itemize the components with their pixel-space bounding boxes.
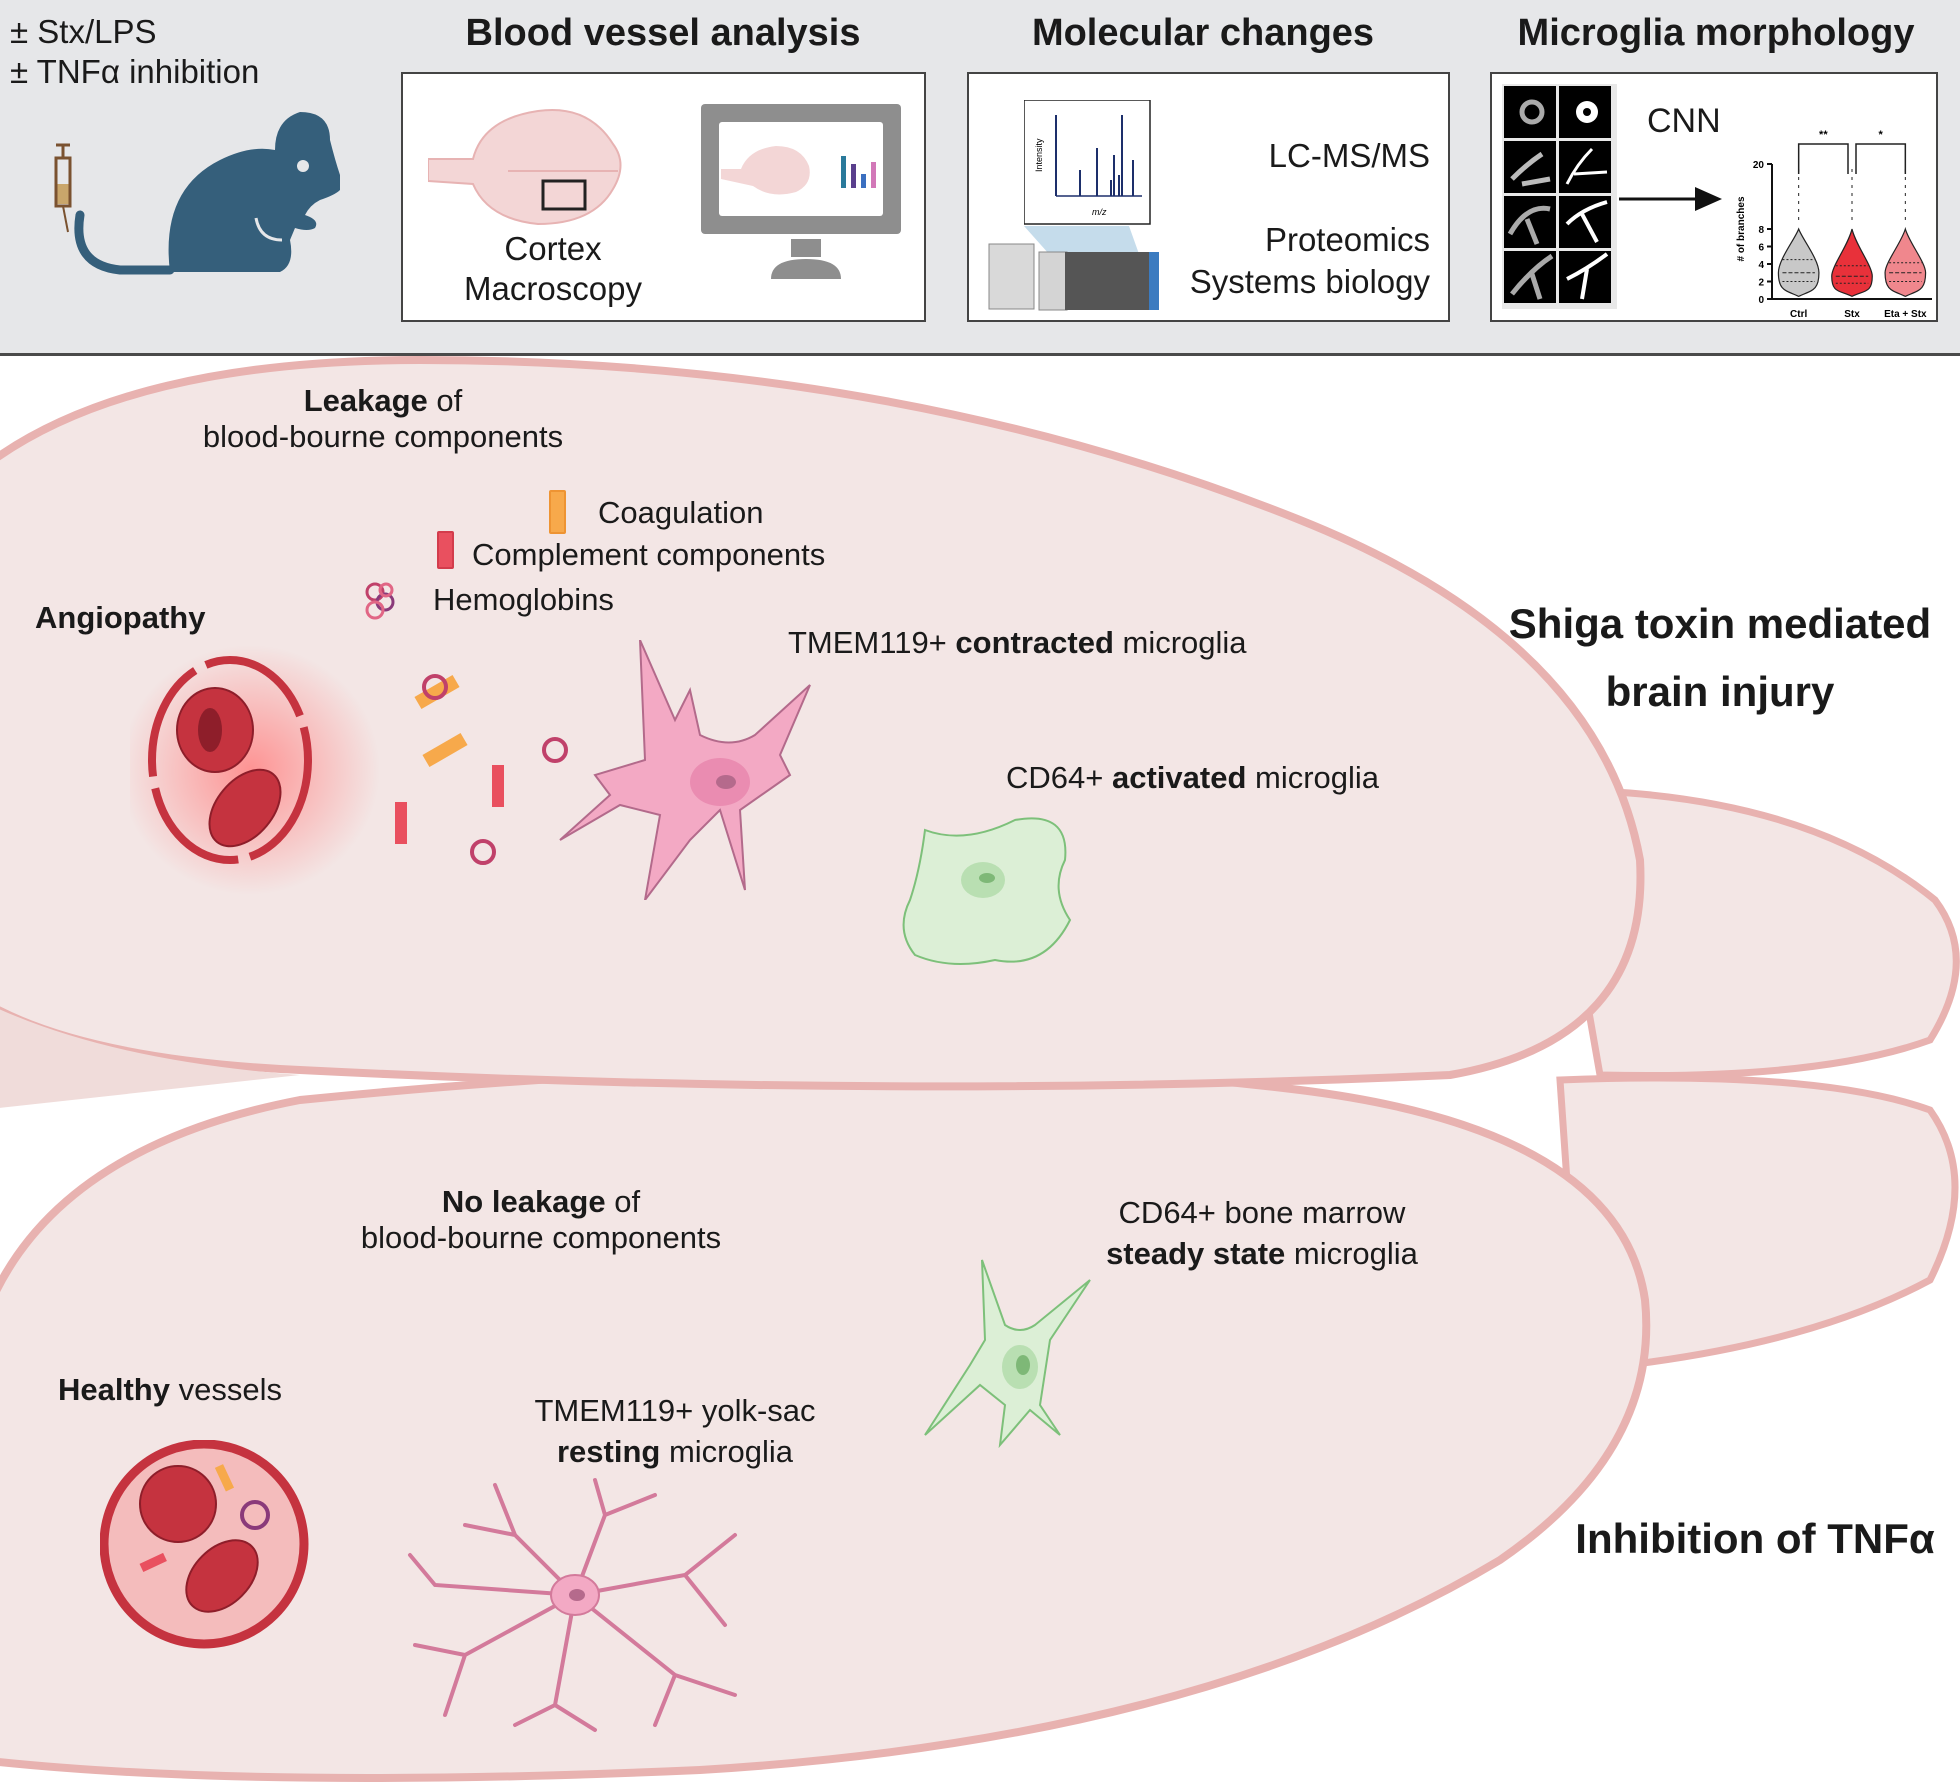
inhibition-title: Inhibition of TNFα <box>1575 1515 1935 1562</box>
leakage-rest: of <box>427 383 463 418</box>
x-tick-label: Stx <box>1844 309 1860 319</box>
label-cortex: Cortex <box>504 230 602 267</box>
panel-title-blood-vessel: Blood vessel analysis <box>465 12 861 54</box>
contracted-microglia-label: TMEM119+ contracted microglia <box>788 625 1247 660</box>
brain-icon <box>428 109 622 226</box>
mass-spectrometer-icon <box>988 226 1159 311</box>
microglia-image-grid <box>1502 84 1617 309</box>
brain-lower-hemisphere <box>0 1063 1651 1782</box>
brain-upper-hemisphere <box>0 356 1645 1091</box>
contracted-microglia-illustration <box>559 640 811 900</box>
legend-coagulation: Coagulation <box>598 495 764 530</box>
label-lc-ms-ms: LC-MS/MS <box>1268 137 1430 174</box>
healthy-vessels-label: Healthy vessels <box>58 1372 282 1407</box>
hemoglobin-icon <box>470 839 496 865</box>
complement-component-icon <box>395 802 407 844</box>
complement-component-icon <box>437 531 454 569</box>
no-leakage-label: No leakage of blood-bourne components <box>360 1184 722 1255</box>
spectrum-xlabel: m/z <box>1092 207 1107 217</box>
activated-microglia-label: CD64+ activated microglia <box>1006 760 1380 795</box>
brain-illustration <box>0 356 1960 1782</box>
red-blood-cell <box>208 768 282 848</box>
x-tick-label: Ctrl <box>1790 309 1807 319</box>
angiopathy-vessel-illustration <box>130 645 568 895</box>
coagulation-factor-icon <box>549 490 566 534</box>
syringe-icon <box>54 143 72 233</box>
treatment-stx-lps: ± Stx/LPS <box>10 13 157 50</box>
complement-component-icon <box>492 765 504 807</box>
panel-molecular-changes: Intensity m/z LC-MS/MS Proteomics System… <box>967 72 1450 322</box>
healthy-vessel-illustration <box>100 1440 309 1649</box>
label-macroscopy: Macroscopy <box>464 270 642 307</box>
label-proteomics: Proteomics <box>1264 221 1430 258</box>
y-tick-label: 8 <box>1758 225 1764 236</box>
damaged-vessel-wall <box>148 656 312 864</box>
coagulation-factor-icon <box>414 674 460 710</box>
panel-blood-vessel-analysis: Cortex Macroscopy <box>401 72 926 322</box>
spectrum-plot-icon: Intensity m/z <box>1024 100 1151 225</box>
resting-microglia-label: TMEM119+ yolk-sac resting microglia <box>534 1393 816 1469</box>
resting-microglia-illustration <box>408 1478 737 1732</box>
red-blood-cell <box>139 1465 217 1543</box>
legend-hemoglobins: Hemoglobins <box>433 582 614 617</box>
injury-title: Shiga toxin mediated brain injury <box>1508 600 1932 715</box>
leakage-label: Leakage of blood-bourne components <box>203 383 563 455</box>
panel-title-molecular: Molecular changes <box>1031 12 1375 54</box>
leakage-bold: Leakage <box>303 383 428 418</box>
mouse-icon <box>74 112 340 275</box>
cerebellum-upper <box>1545 786 1960 1080</box>
y-tick-label: 20 <box>1753 160 1765 171</box>
coagulation-factor-icon <box>422 732 468 768</box>
y-tick-label: 2 <box>1758 278 1764 289</box>
significance-label: ** <box>1819 129 1828 141</box>
legend-complement: Complement components <box>472 537 826 572</box>
violin-ctrl <box>1777 227 1820 298</box>
panel-title-microglia: Microglia morphology <box>1517 12 1915 54</box>
steady-state-microglia-illustration <box>924 1259 1091 1449</box>
hemoglobin-icon <box>422 674 448 700</box>
label-systems-biology: Systems biology <box>1189 263 1430 300</box>
spectrum-ylabel: Intensity <box>1034 138 1044 172</box>
angiopathy-label: Angiopathy <box>35 600 206 635</box>
y-axis-label: # of branches <box>1736 196 1747 261</box>
significance-bracket <box>1797 143 1849 174</box>
x-tick-label: Eta + Stx <box>1884 309 1927 319</box>
red-blood-cell <box>185 1539 259 1613</box>
significance-bracket <box>1855 143 1907 174</box>
methods-header: ± Stx/LPS ± TNFα inhibition Blood vessel… <box>0 0 1960 356</box>
leakage-line2: blood-bourne components <box>202 419 564 454</box>
treatment-tnfa-inhibition: ± TNFα inhibition <box>10 53 260 90</box>
arrow-right-icon <box>1619 187 1722 211</box>
hemoglobin-icon <box>542 737 568 763</box>
y-tick-label: 4 <box>1758 260 1764 271</box>
significance-label: * <box>1879 129 1884 141</box>
cnn-label: CNN <box>1647 102 1721 140</box>
activated-microglia-illustration <box>902 817 1072 965</box>
y-tick-label: 0 <box>1758 295 1764 306</box>
y-tick-label: 6 <box>1758 243 1764 254</box>
hemoglobin-icon <box>365 582 395 620</box>
cerebellum-lower <box>1556 1074 1959 1374</box>
monitor-icon <box>701 104 901 279</box>
violin-stx <box>1831 228 1873 298</box>
steady-state-microglia-label: CD64+ bone marrow steady state microglia <box>1106 1195 1418 1271</box>
